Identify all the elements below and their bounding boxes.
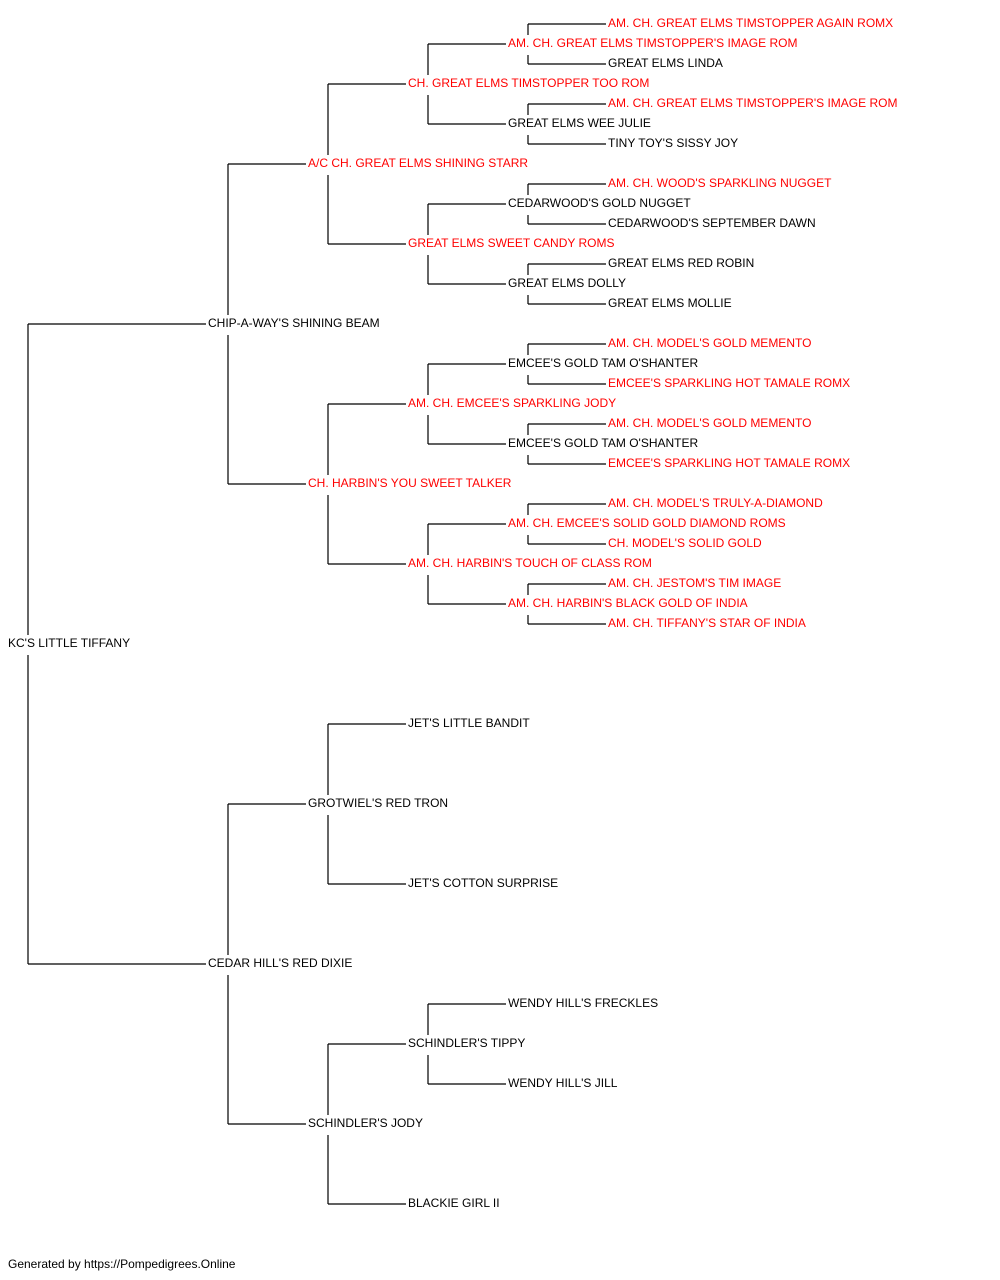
ancestor-name: A/C CH. GREAT ELMS SHINING STARR	[308, 156, 528, 170]
ancestor-name: GREAT ELMS LINDA	[608, 56, 723, 70]
ancestor-name: GREAT ELMS WEE JULIE	[508, 116, 651, 130]
ancestor-name: CH. GREAT ELMS TIMSTOPPER TOO ROM	[408, 76, 649, 90]
ancestor-name: JET'S COTTON SURPRISE	[408, 876, 558, 890]
ancestor-name: EMCEE'S GOLD TAM O'SHANTER	[508, 356, 699, 370]
ancestor-name: AM. CH. HARBIN'S BLACK GOLD OF INDIA	[508, 596, 748, 610]
ancestor-name: GREAT ELMS SWEET CANDY ROMS	[408, 236, 614, 250]
ancestor-name: CEDARWOOD'S GOLD NUGGET	[508, 196, 691, 210]
pedigree-tree: KC'S LITTLE TIFFANY CHIP-A-WAY'S SHINING …	[8, 16, 897, 1210]
ancestor-name: KC'S LITTLE TIFFANY	[8, 636, 130, 650]
ancestor-name: AM. CH. EMCEE'S SPARKLING JODY	[408, 396, 616, 410]
ancestor-name: SCHINDLER'S TIPPY	[408, 1036, 525, 1050]
ancestor-name: AM. CH. MODEL'S TRULY-A-DIAMOND	[608, 496, 823, 510]
ancestor-name: AM. CH. WOOD'S SPARKLING NUGGET	[608, 176, 832, 190]
ancestor-name: AM. CH. MODEL'S GOLD MEMENTO	[608, 416, 811, 430]
ancestor-name: GREAT ELMS DOLLY	[508, 276, 626, 290]
ancestor-name: CHIP-A-WAY'S SHINING BEAM	[208, 316, 380, 330]
ancestor-name: EMCEE'S GOLD TAM O'SHANTER	[508, 436, 699, 450]
footer-credit: Generated by https://Pompedigrees.Online	[8, 1257, 236, 1271]
ancestor-name: WENDY HILL'S FRECKLES	[508, 996, 658, 1010]
ancestor-name: EMCEE'S SPARKLING HOT TAMALE ROMX	[608, 376, 850, 390]
ancestor-name: AM. CH. GREAT ELMS TIMSTOPPER'S IMAGE RO…	[508, 36, 797, 50]
ancestor-name: BLACKIE GIRL II	[408, 1196, 500, 1210]
ancestor-name: AM. CH. TIFFANY'S STAR OF INDIA	[608, 616, 806, 630]
ancestor-name: AM. CH. HARBIN'S TOUCH OF CLASS ROM	[408, 556, 652, 570]
ancestor-name: CH. HARBIN'S YOU SWEET TALKER	[308, 476, 512, 490]
ancestor-name: TINY TOY'S SISSY JOY	[608, 136, 738, 150]
ancestor-name: AM. CH. EMCEE'S SOLID GOLD DIAMOND ROMS	[508, 516, 786, 530]
ancestor-name: JET'S LITTLE BANDIT	[408, 716, 530, 730]
ancestor-name: AM. CH. GREAT ELMS TIMSTOPPER AGAIN ROMX	[608, 16, 893, 30]
ancestor-name: CEDAR HILL'S RED DIXIE	[208, 956, 352, 970]
ancestor-name: CEDARWOOD'S SEPTEMBER DAWN	[608, 216, 816, 230]
ancestor-name: GREAT ELMS RED ROBIN	[608, 256, 754, 270]
ancestor-name: WENDY HILL'S JILL	[508, 1076, 618, 1090]
ancestor-name: AM. CH. MODEL'S GOLD MEMENTO	[608, 336, 811, 350]
ancestor-name: CH. MODEL'S SOLID GOLD	[608, 536, 762, 550]
ancestor-name: AM. CH. GREAT ELMS TIMSTOPPER'S IMAGE RO…	[608, 96, 897, 110]
ancestor-name: GROTWIEL'S RED TRON	[308, 796, 448, 810]
ancestor-name: AM. CH. JESTOM'S TIM IMAGE	[608, 576, 781, 590]
ancestor-name: EMCEE'S SPARKLING HOT TAMALE ROMX	[608, 456, 850, 470]
ancestor-name: SCHINDLER'S JODY	[308, 1116, 423, 1130]
ancestor-name: GREAT ELMS MOLLIE	[608, 296, 732, 310]
